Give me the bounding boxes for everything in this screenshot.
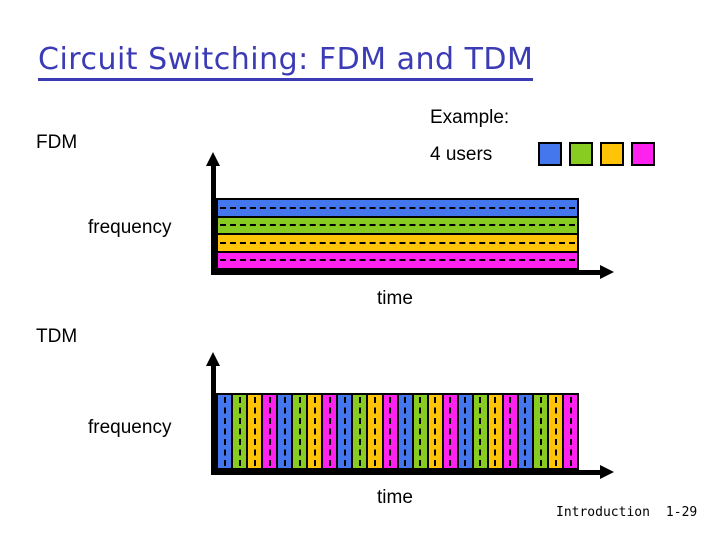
page-title: Circuit Switching: FDM and TDM xyxy=(38,42,678,81)
fdm-time-axis xyxy=(211,265,614,279)
fdm-band-user-1 xyxy=(218,200,577,218)
tdm-section-label: TDM xyxy=(36,326,78,347)
tdm-frequency-axis-label: frequency xyxy=(88,417,172,438)
tdm-slot-24-user-4 xyxy=(564,395,578,468)
tdm-slot-divider-dash xyxy=(268,397,271,466)
fdm-time-axis-arrow-icon xyxy=(600,265,614,279)
tdm-slot-divider-dash xyxy=(449,397,452,466)
tdm-slot-divider-dash xyxy=(494,397,497,466)
page-title-text: Circuit Switching: FDM and TDM xyxy=(38,42,534,81)
tdm-time-axis-label: time xyxy=(377,487,413,508)
fdm-frequency-axis xyxy=(206,152,220,275)
legend-swatch-user-1 xyxy=(538,142,562,166)
tdm-slot-21-user-1 xyxy=(518,395,534,468)
example-heading: Example: xyxy=(430,107,510,128)
user-color-legend xyxy=(538,142,655,166)
slide-footer: Introduction 1-29 xyxy=(556,505,697,520)
fdm-time-axis-label: time xyxy=(377,288,413,309)
tdm-slot-12-user-4 xyxy=(383,395,399,468)
tdm-slot-2-user-2 xyxy=(233,395,249,468)
tdm-slot-divider-dash xyxy=(298,397,301,466)
tdm-slot-divider-dash xyxy=(358,397,361,466)
fdm-band-stack xyxy=(216,198,579,270)
fdm-band-divider-dash xyxy=(220,224,575,227)
tdm-slot-7-user-3 xyxy=(308,395,324,468)
tdm-slot-divider-dash xyxy=(404,397,407,466)
tdm-slot-11-user-3 xyxy=(368,395,384,468)
tdm-slot-20-user-4 xyxy=(503,395,519,468)
tdm-slot-16-user-4 xyxy=(443,395,459,468)
tdm-slot-divider-dash xyxy=(554,397,557,466)
tdm-slot-divider-dash xyxy=(434,397,437,466)
tdm-slot-3-user-3 xyxy=(248,395,264,468)
tdm-frequency-axis-arrow-icon xyxy=(206,352,220,366)
example-user-count: 4 users xyxy=(430,144,493,165)
fdm-band-divider-dash xyxy=(220,206,575,209)
tdm-slot-10-user-2 xyxy=(353,395,369,468)
tdm-slot-17-user-1 xyxy=(458,395,474,468)
tdm-slot-15-user-3 xyxy=(428,395,444,468)
tdm-slot-divider-dash xyxy=(343,397,346,466)
tdm-slot-14-user-2 xyxy=(413,395,429,468)
tdm-slot-1-user-1 xyxy=(218,395,234,468)
fdm-frequency-axis-label: frequency xyxy=(88,217,172,238)
tdm-slot-divider-dash xyxy=(373,397,376,466)
tdm-slot-divider-dash xyxy=(223,397,226,466)
tdm-frequency-axis xyxy=(206,352,220,475)
tdm-slot-divider-dash xyxy=(283,397,286,466)
tdm-slot-divider-dash xyxy=(539,397,542,466)
tdm-slot-strip xyxy=(216,393,579,470)
tdm-slot-divider-dash xyxy=(569,397,572,466)
tdm-slot-divider-dash xyxy=(313,397,316,466)
tdm-slot-divider-dash xyxy=(419,397,422,466)
tdm-slot-4-user-4 xyxy=(263,395,279,468)
tdm-slot-divider-dash xyxy=(479,397,482,466)
tdm-slot-9-user-1 xyxy=(338,395,354,468)
tdm-slot-13-user-1 xyxy=(398,395,414,468)
tdm-time-axis xyxy=(211,465,614,479)
tdm-slot-divider-dash xyxy=(238,397,241,466)
fdm-band-user-3 xyxy=(218,235,577,253)
tdm-slot-divider-dash xyxy=(509,397,512,466)
footer-section-label: Introduction xyxy=(556,505,650,520)
tdm-slot-19-user-3 xyxy=(488,395,504,468)
tdm-slot-6-user-2 xyxy=(293,395,309,468)
tdm-slot-divider-dash xyxy=(464,397,467,466)
tdm-slot-divider-dash xyxy=(253,397,256,466)
tdm-slot-8-user-4 xyxy=(323,395,339,468)
fdm-band-user-4 xyxy=(218,252,577,268)
tdm-slot-divider-dash xyxy=(389,397,392,466)
legend-swatch-user-3 xyxy=(600,142,624,166)
tdm-slot-23-user-3 xyxy=(549,395,565,468)
legend-swatch-user-4 xyxy=(631,142,655,166)
legend-swatch-user-2 xyxy=(569,142,593,166)
fdm-band-divider-dash xyxy=(220,259,575,262)
tdm-slot-divider-dash xyxy=(328,397,331,466)
tdm-slot-divider-dash xyxy=(524,397,527,466)
tdm-time-axis-arrow-icon xyxy=(600,465,614,479)
fdm-section-label: FDM xyxy=(36,132,78,153)
fdm-frequency-axis-arrow-icon xyxy=(206,152,220,166)
footer-page-number: 1-29 xyxy=(665,505,698,520)
tdm-slot-18-user-2 xyxy=(473,395,489,468)
tdm-slot-22-user-2 xyxy=(533,395,550,468)
fdm-band-divider-dash xyxy=(220,241,575,244)
tdm-slot-5-user-1 xyxy=(278,395,294,468)
fdm-band-user-2 xyxy=(218,217,577,235)
